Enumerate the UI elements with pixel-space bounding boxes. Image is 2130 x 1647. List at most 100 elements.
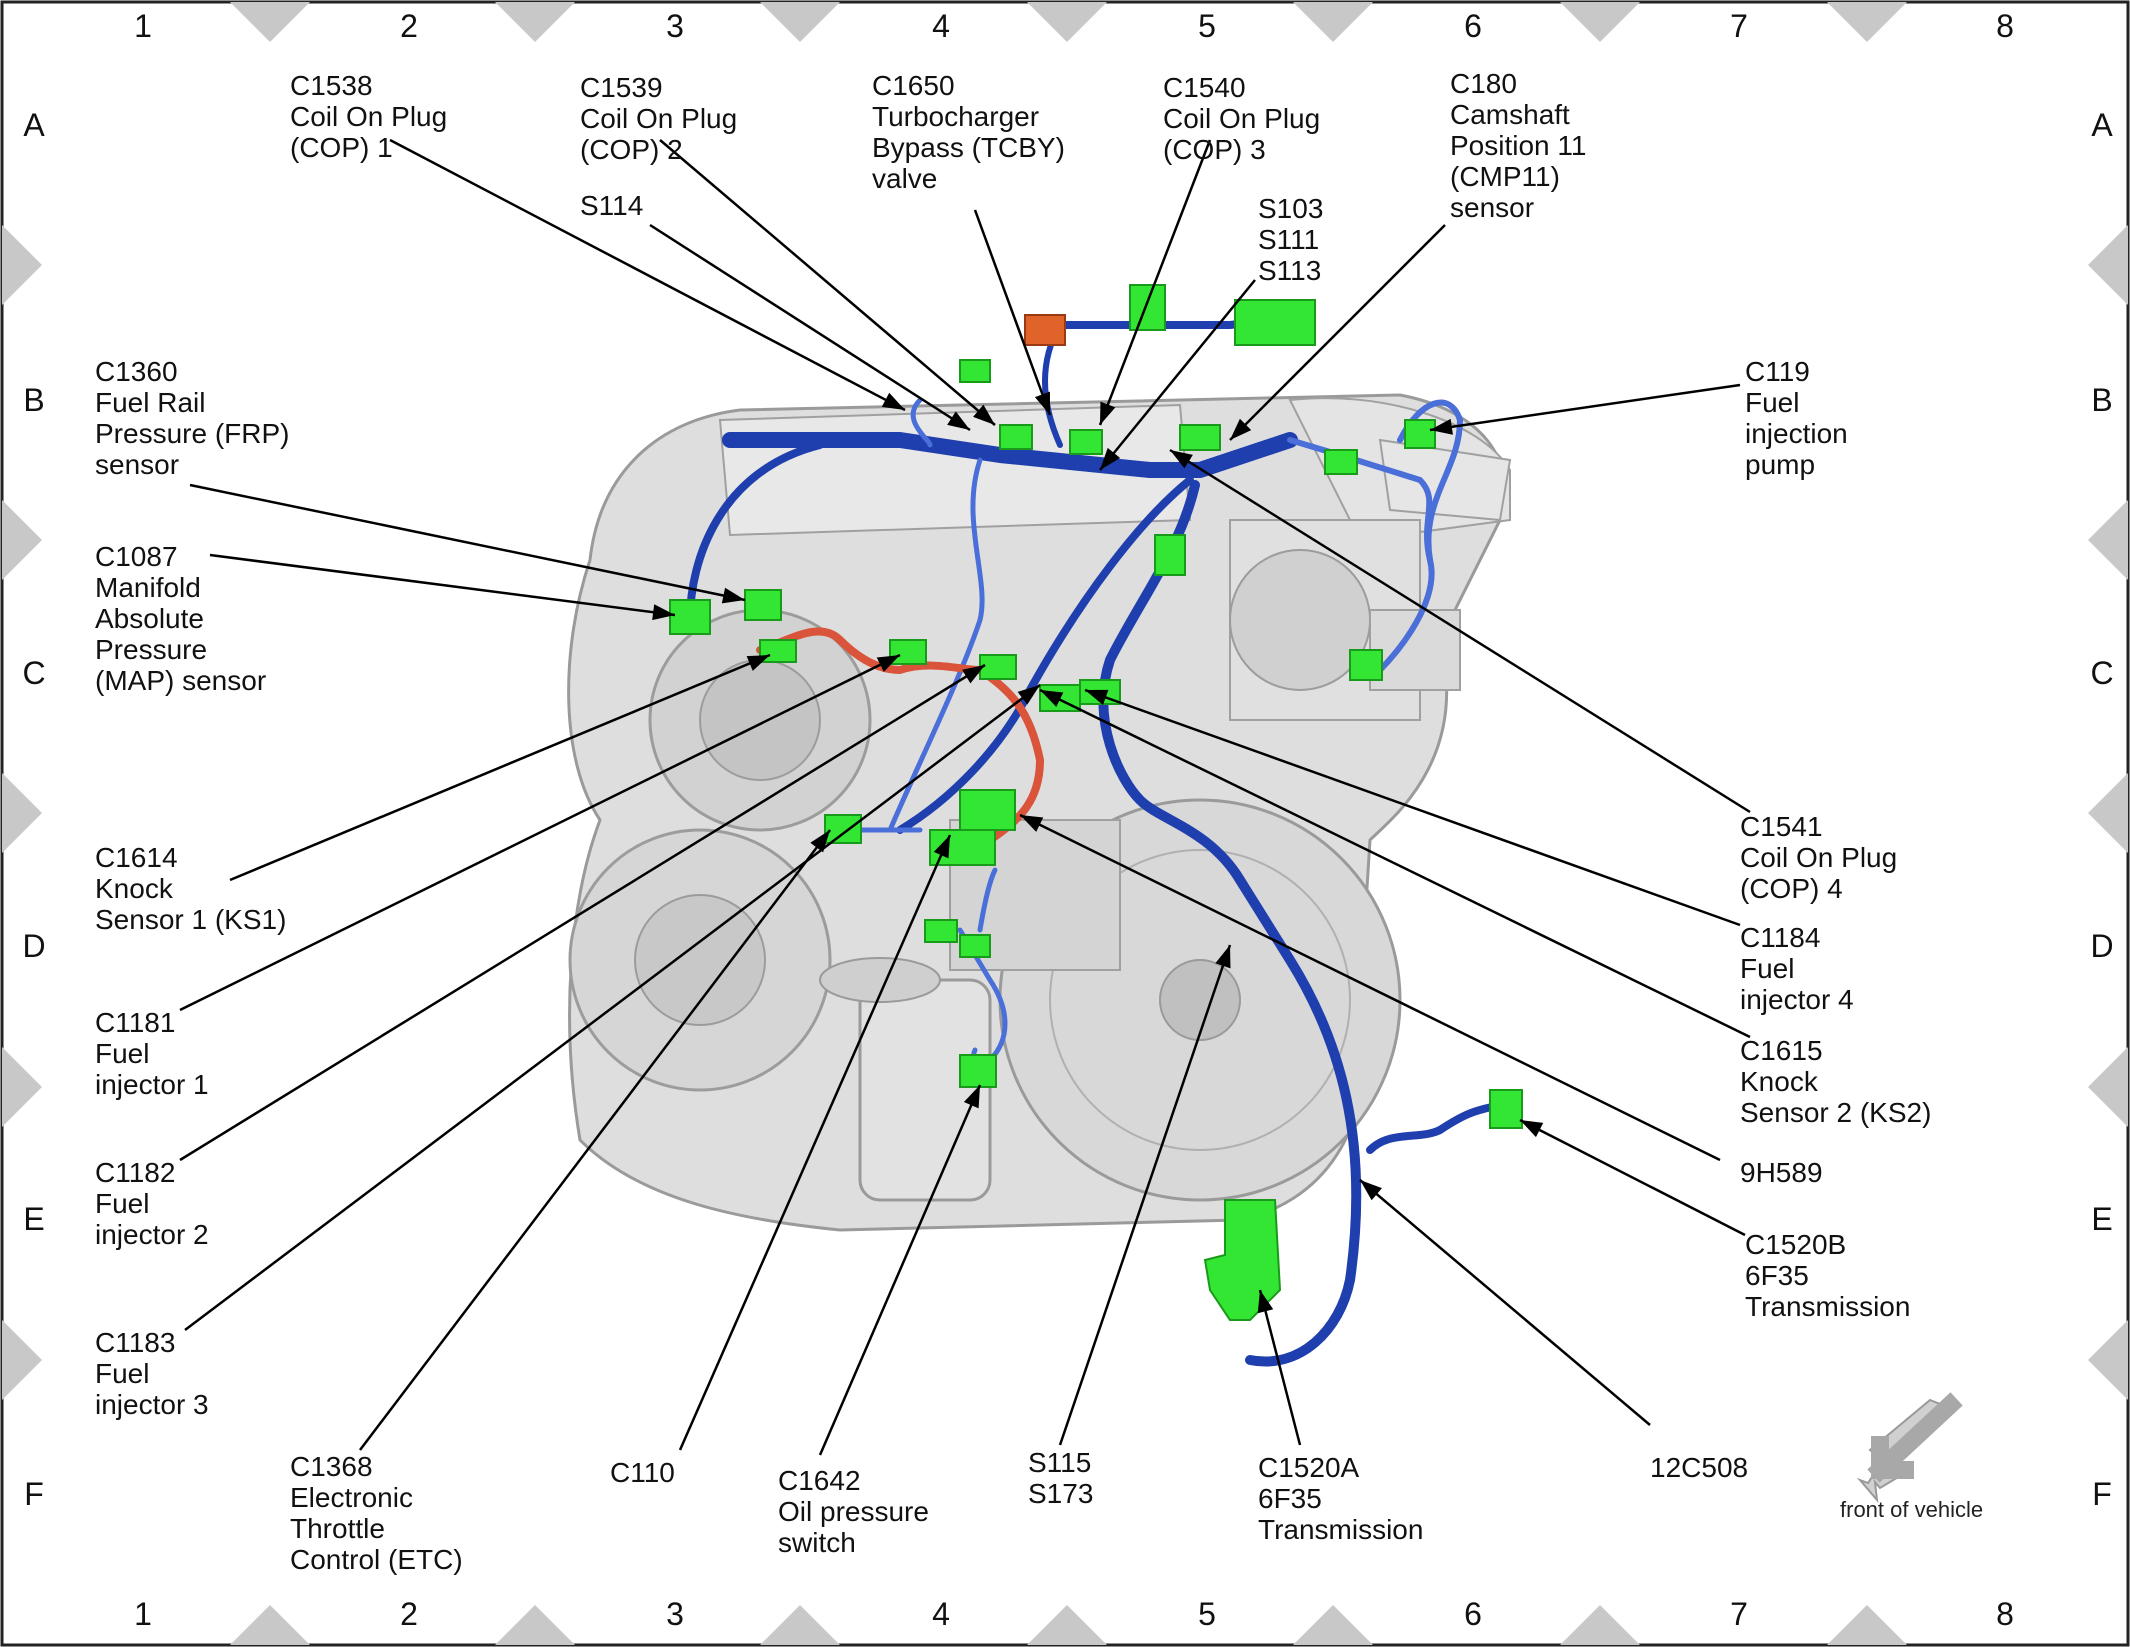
leader-line <box>184 684 1041 1331</box>
grid-column-label: 1 <box>134 1596 152 1632</box>
border-triangle <box>2 1047 42 1127</box>
callout-line: (COP) 1 <box>290 132 393 163</box>
callout-line: sensor <box>1450 192 1535 223</box>
grid-row-label: B <box>23 382 45 418</box>
leader-arrowhead <box>652 604 675 621</box>
callout-line: C1615 <box>1740 1035 1823 1066</box>
grid-column-label: 1 <box>134 8 152 44</box>
callout-line: (COP) 4 <box>1740 873 1843 904</box>
callout-s114: S114 <box>580 190 643 221</box>
callout-line: 12C508 <box>1650 1452 1749 1483</box>
callout-line: Coil On Plug <box>1740 842 1898 873</box>
leader-line <box>1098 139 1212 426</box>
border-triangle <box>1827 2 1907 42</box>
border-triangle <box>2088 773 2128 853</box>
callout-c110: C110 <box>610 1457 675 1488</box>
callout-line: S114 <box>580 190 644 221</box>
grid-column-label: 6 <box>1464 8 1482 44</box>
grid-row-label: D <box>2090 928 2114 964</box>
leader-arrowhead <box>1430 418 1453 435</box>
border-triangle <box>2 500 42 580</box>
callout-line: Oil pressure <box>778 1496 929 1527</box>
border-triangle <box>1560 1605 1640 1645</box>
callout-line: C1642 <box>778 1465 861 1496</box>
front-arrow-shape <box>1867 1392 1963 1483</box>
callout-line: Fuel <box>95 1188 150 1219</box>
callout-line: S173 <box>1028 1478 1094 1509</box>
callout-line: Absolute <box>95 603 204 634</box>
leader-arrowhead <box>1360 1180 1382 1201</box>
callout-line: injector 1 <box>95 1069 209 1100</box>
callout-line: C1541 <box>1740 811 1823 842</box>
callout-line: (COP) 2 <box>580 134 683 165</box>
border-triangle <box>1293 2 1373 42</box>
border-triangle <box>2088 1320 2128 1400</box>
callout-line: 6F35 <box>1745 1260 1809 1291</box>
leader-line <box>209 553 676 617</box>
border-triangle <box>2 773 42 853</box>
grid-row-label: A <box>2091 107 2113 143</box>
callout-line: S115 <box>1028 1447 1092 1478</box>
callout-line: 9H589 <box>1740 1157 1823 1188</box>
callout-line: Fuel <box>95 1038 150 1069</box>
callout-line: injector 3 <box>95 1389 209 1420</box>
leader-arrowhead <box>810 830 830 853</box>
callout-line: injection <box>1745 418 1848 449</box>
grid-column-label: 3 <box>666 8 684 44</box>
grid-column-label: 5 <box>1198 1596 1216 1632</box>
leader-line <box>1258 1289 1302 1446</box>
callout-line: C1183 <box>95 1327 176 1358</box>
leader-arrowhead <box>963 1085 980 1109</box>
callout-line: Pressure <box>95 634 208 665</box>
grid-row-label: E <box>2091 1201 2113 1237</box>
grid-column-label: 3 <box>666 1596 684 1632</box>
grid-row-label: D <box>22 928 46 964</box>
callout-line: S103 <box>1258 193 1324 224</box>
leader-line <box>179 663 986 1162</box>
leader-arrowhead <box>1230 418 1252 440</box>
callout-line: Manifold <box>95 572 201 603</box>
leader-line <box>1359 1179 1651 1426</box>
leader-arrowhead <box>973 404 995 425</box>
callout-line: Coil On Plug <box>1163 103 1321 134</box>
leader-line <box>189 483 746 602</box>
grid-column-label: 4 <box>932 1596 950 1632</box>
leader-line <box>1169 448 1751 814</box>
grid-column-label: 2 <box>400 8 418 44</box>
leader-line <box>659 139 996 426</box>
callout-line: Pressure (FRP) <box>95 418 290 449</box>
border-triangle <box>495 2 575 42</box>
front-of-vehicle-label: front of vehicle <box>1840 1497 1984 1522</box>
leader-line <box>973 209 1052 416</box>
callout-line: C1650 <box>872 70 955 101</box>
callout-leader-lines <box>179 138 1751 1456</box>
leader-arrowhead <box>1170 450 1193 469</box>
grid-row-label: A <box>23 107 45 143</box>
callout-c12508: 12C508 <box>1650 1452 1748 1483</box>
callout-line: C1368 <box>290 1451 373 1482</box>
callout-line: C1087 <box>95 541 178 572</box>
leader-arrowhead <box>947 411 970 430</box>
callout-line: Knock <box>95 873 173 904</box>
callout-line: sensor <box>95 449 180 480</box>
grid-column-label: 2 <box>400 1596 418 1632</box>
leader-arrowhead <box>721 587 745 604</box>
callout-line: Camshaft <box>1450 99 1570 130</box>
callout-line: Knock <box>1740 1066 1818 1097</box>
callout-line: Control (ETC) <box>290 1544 463 1575</box>
callout-line: C110 <box>610 1457 675 1488</box>
grid-row-label: C <box>2090 655 2114 691</box>
callout-line: C119 <box>1745 356 1810 387</box>
leader-arrowhead <box>881 392 905 410</box>
